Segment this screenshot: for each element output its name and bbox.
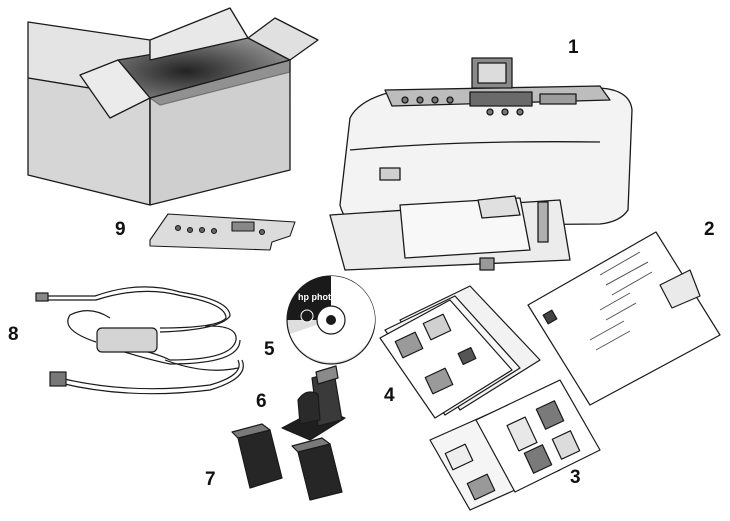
callout-6: 6 xyxy=(256,392,267,411)
callout-4: 4 xyxy=(384,386,395,405)
callout-3: 3 xyxy=(570,468,581,487)
shipping-box xyxy=(28,8,318,205)
callout-2: 2 xyxy=(704,220,715,239)
user-guide xyxy=(380,286,540,418)
callout-8: 8 xyxy=(8,325,19,344)
ink-cartridges xyxy=(232,424,342,500)
printer xyxy=(330,58,632,270)
callout-7: 7 xyxy=(205,470,216,489)
callout-5: 5 xyxy=(264,340,275,359)
faceplate xyxy=(150,214,295,250)
cd-label: hp photosmart xyxy=(298,292,361,302)
power-supply xyxy=(36,287,243,394)
cd: hp photosmart xyxy=(287,276,375,364)
cartridge-protector xyxy=(282,366,345,440)
callout-9: 9 xyxy=(115,220,126,239)
callout-1: 1 xyxy=(568,38,579,57)
